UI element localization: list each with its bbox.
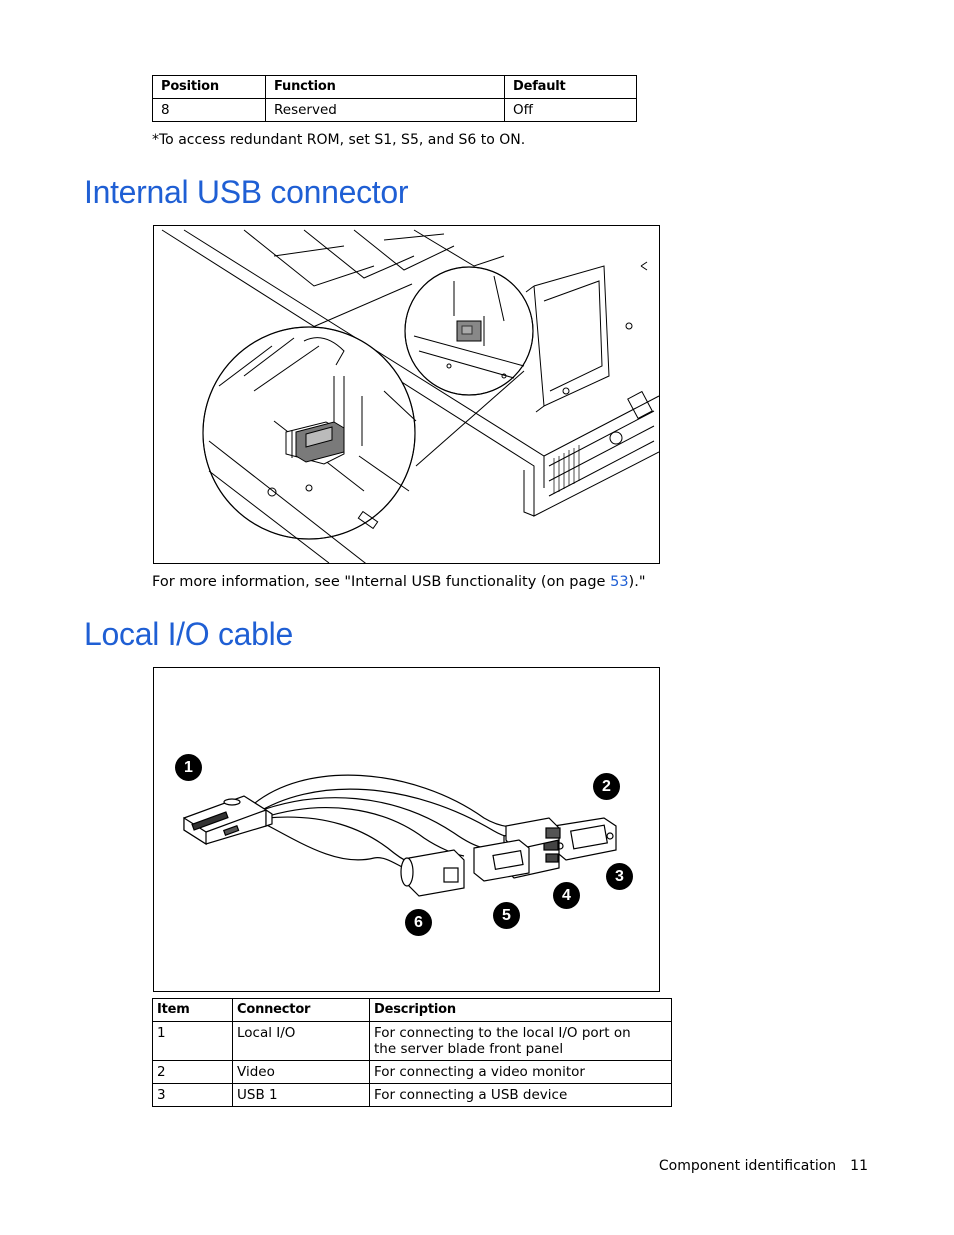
callout-badge: 5	[493, 902, 520, 929]
column-header: Function	[265, 75, 505, 99]
page-number: 11	[850, 1158, 868, 1174]
switch-table: Position Function Default 8 Reserved Off	[152, 75, 637, 122]
table-row: 1 Local I/O For connecting to the local …	[152, 1021, 672, 1061]
table-cell: Reserved	[265, 98, 505, 122]
usb-info-suffix: )."	[628, 574, 646, 590]
column-header: Description	[369, 998, 672, 1022]
section-heading-internal-usb: Internal USB connector	[84, 174, 409, 210]
callout-badge: 3	[606, 863, 633, 890]
table-cell: For connecting to the local I/O port on …	[369, 1021, 672, 1061]
table-row: 2 Video For connecting a video monitor	[152, 1060, 672, 1084]
table-cell: Video	[232, 1060, 370, 1084]
cable-table: Item Connector Description 1 Local I/O F…	[152, 998, 672, 1107]
internal-usb-figure	[153, 225, 660, 564]
table-row: 3 USB 1 For connecting a USB device	[152, 1083, 672, 1107]
table-cell: Off	[504, 98, 637, 122]
footer-section-title: Component identification	[658, 1158, 837, 1174]
page-link[interactable]: 53	[610, 574, 629, 590]
column-header: Connector	[232, 998, 370, 1022]
table-cell: 3	[152, 1083, 233, 1107]
callout-badge: 1	[175, 754, 202, 781]
table-row: 8 Reserved Off	[152, 98, 637, 122]
table-cell: 1	[152, 1021, 233, 1061]
local-io-cable-figure: 1 2 3 4 5 6	[153, 667, 660, 992]
callout-badge: 4	[553, 882, 580, 909]
table-cell: For connecting a video monitor	[369, 1060, 672, 1084]
column-header: Default	[504, 75, 637, 99]
section-heading-local-io: Local I/O cable	[84, 616, 293, 652]
table-header-row: Position Function Default	[152, 75, 637, 99]
usb-info-text: For more information, see "Internal USB …	[152, 574, 645, 590]
table-cell: Local I/O	[232, 1021, 370, 1061]
table-cell: 8	[152, 98, 266, 122]
table-header-row: Item Connector Description	[152, 998, 672, 1022]
column-header: Item	[152, 998, 233, 1022]
callout-badge: 6	[405, 909, 432, 936]
usb-info-prefix: For more information, see "Internal USB …	[152, 574, 611, 590]
table-cell: For connecting a USB device	[369, 1083, 672, 1107]
page-footer: Component identification 11	[659, 1158, 868, 1174]
table-cell: USB 1	[232, 1083, 370, 1107]
column-header: Position	[152, 75, 266, 99]
callout-badge: 2	[593, 773, 620, 800]
footnote: *To access redundant ROM, set S1, S5, an…	[152, 132, 526, 148]
table-cell: 2	[152, 1060, 233, 1084]
